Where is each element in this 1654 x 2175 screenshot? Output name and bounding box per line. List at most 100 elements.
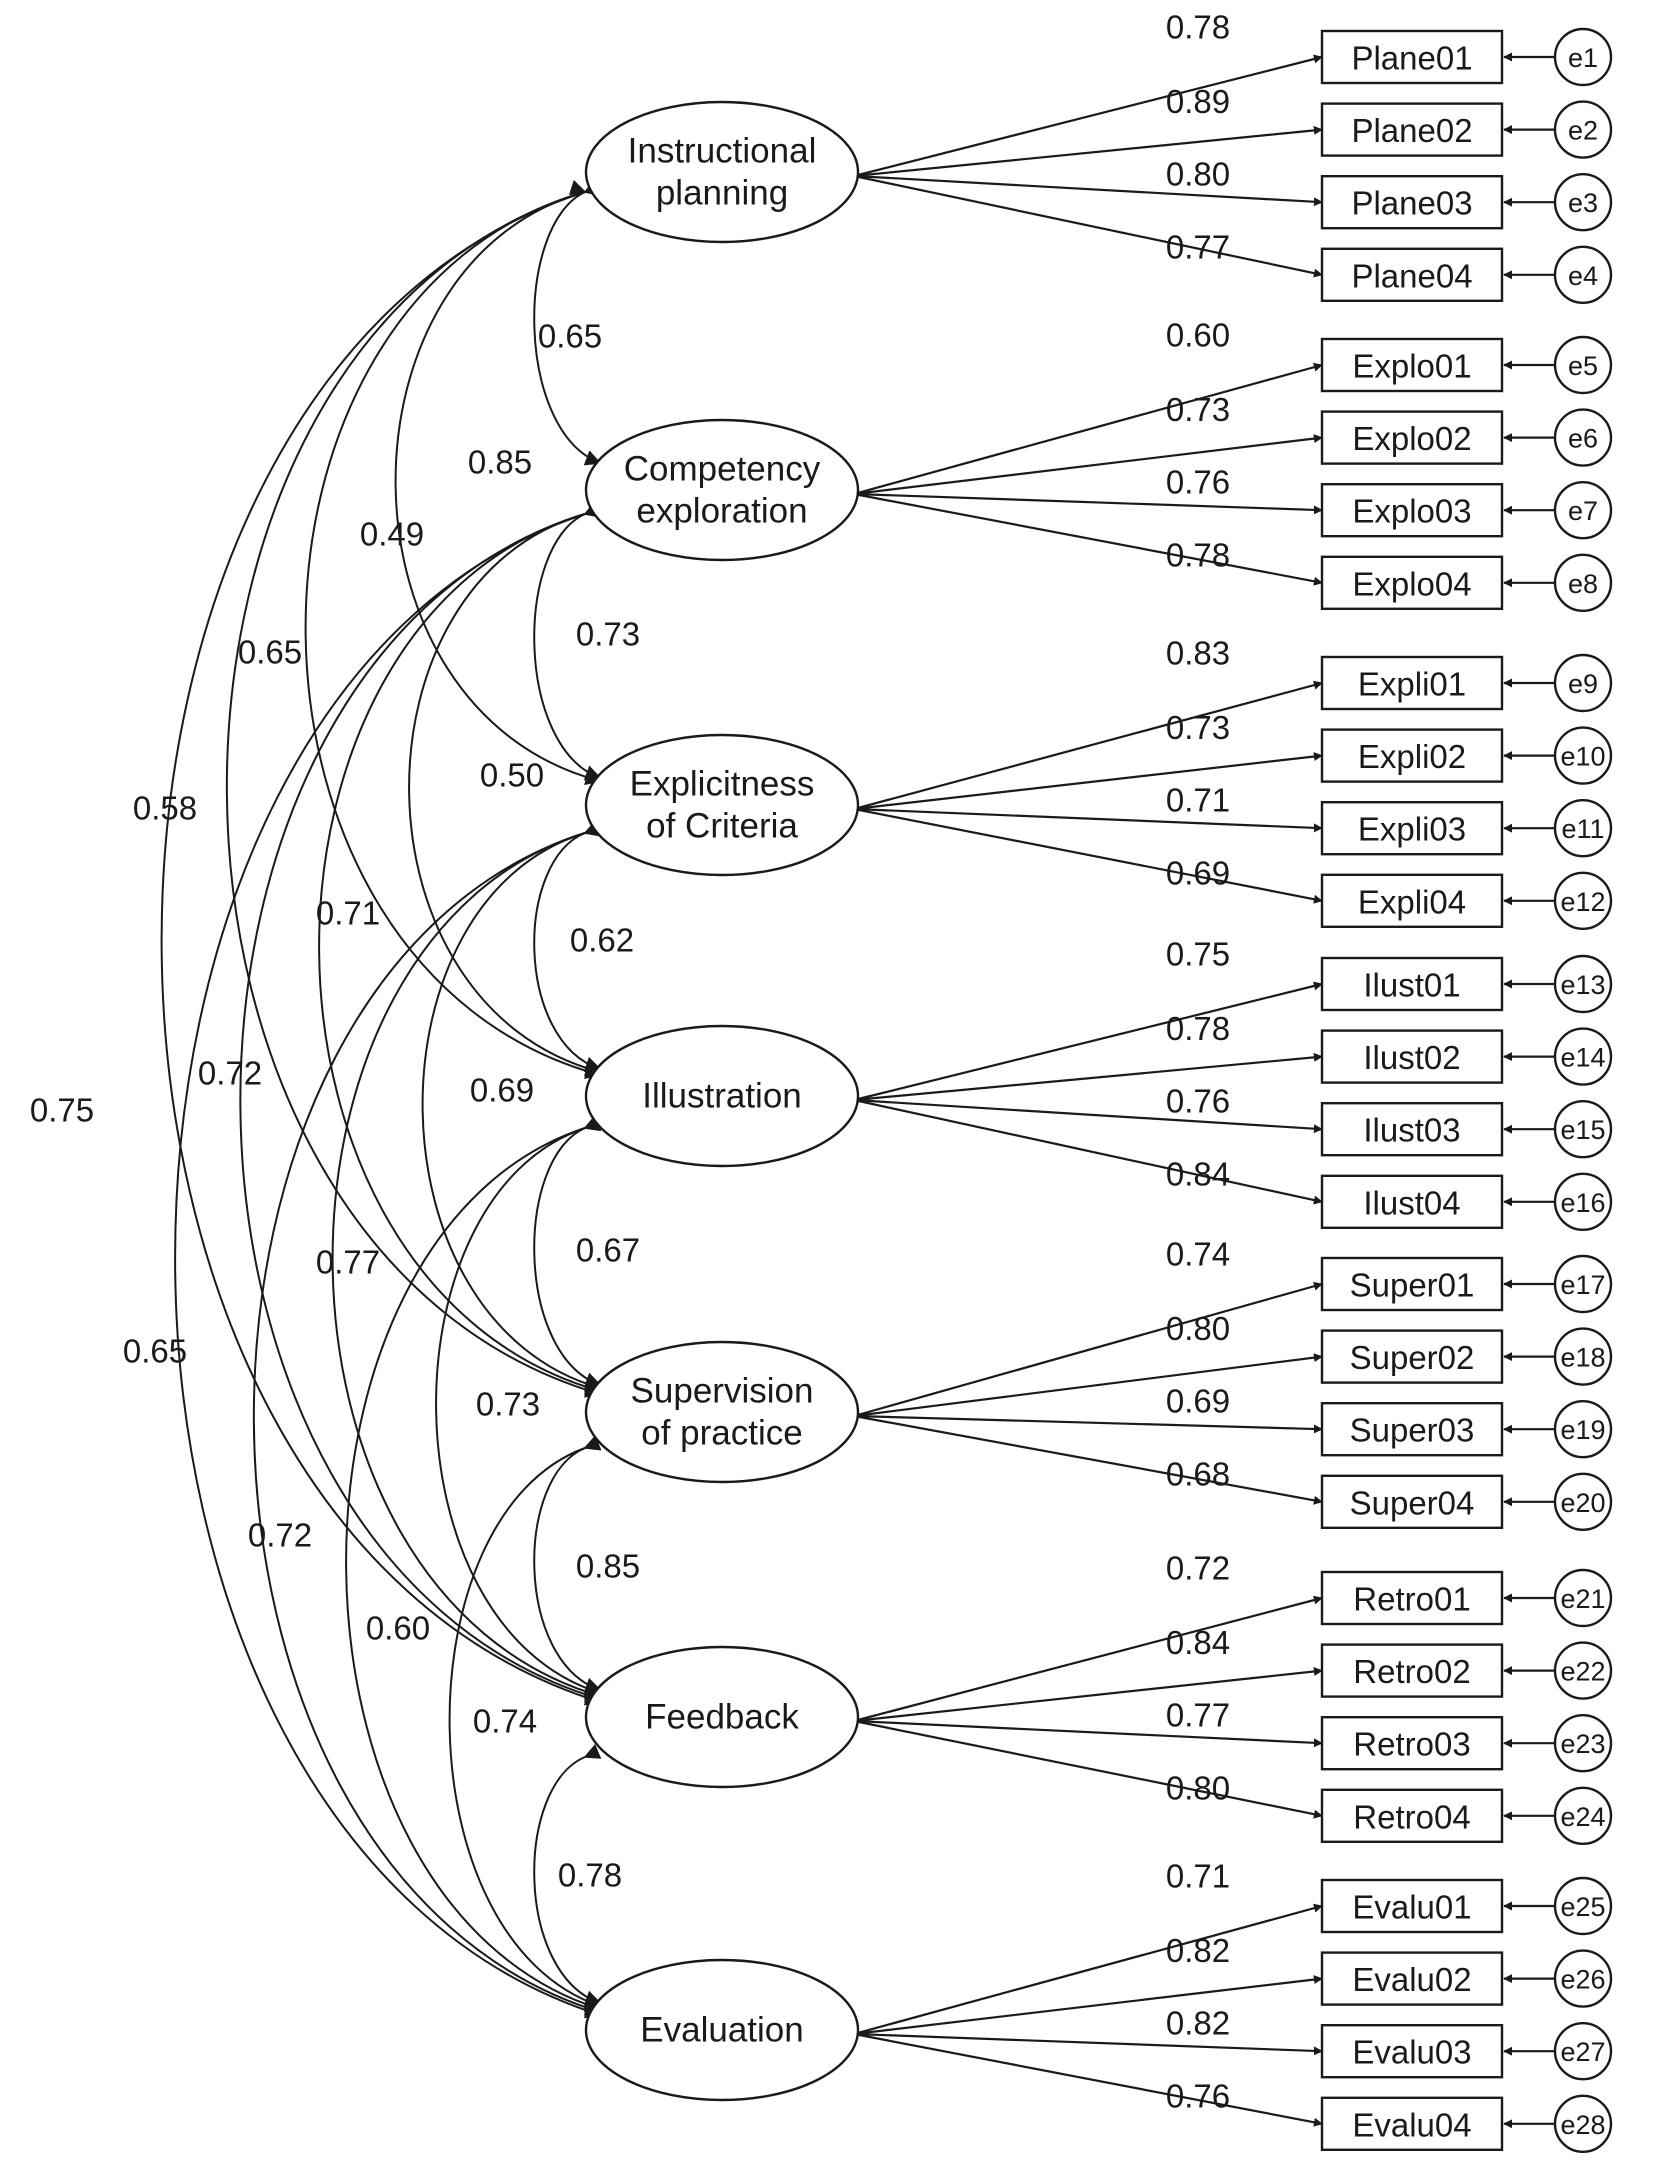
- error-label: e21: [1560, 1584, 1605, 1614]
- indicator-label: Retro01: [1353, 1581, 1470, 1618]
- error-circle: [1553, 172, 1613, 232]
- correlation-value: 0.65: [238, 634, 302, 671]
- error-label: e24: [1560, 1802, 1605, 1832]
- correlation-curve-expl-eval: [252, 820, 602, 2016]
- loading-path: [853, 1414, 1323, 1434]
- error-circle: [1553, 335, 1613, 395]
- indicator-box: [1320, 801, 1504, 856]
- error-label: e10: [1560, 742, 1605, 772]
- loading-value: 0.71: [1166, 1858, 1230, 1895]
- correlation-curve-expl-feed: [331, 821, 602, 1700]
- loading-path: [853, 1595, 1323, 1723]
- indicator-label: Evalu02: [1352, 1961, 1471, 1998]
- indicator-box: [1320, 1878, 1504, 1934]
- loading-value: 0.60: [1166, 317, 1230, 354]
- loading-value: 0.75: [1166, 936, 1230, 973]
- error-circle: [1553, 1786, 1613, 1846]
- latent-label: planning: [656, 174, 788, 213]
- error-label: e25: [1560, 1892, 1605, 1922]
- loading-value: 0.78: [1166, 1010, 1230, 1047]
- error-label: e7: [1568, 496, 1598, 526]
- label-layer: 0.650.730.620.670.850.780.850.490.650.58…: [30, 9, 1230, 2115]
- indicator-box: [1320, 1256, 1504, 1312]
- indicator-box: [1320, 1715, 1504, 1771]
- indicator-box: [1320, 728, 1504, 783]
- error-circle: [1553, 799, 1613, 858]
- error-label: e15: [1560, 1115, 1605, 1145]
- error-label: e6: [1568, 424, 1598, 454]
- loading-path: [853, 174, 1323, 278]
- correlation-curve-super-eval: [448, 1435, 602, 2009]
- loading-value: 0.89: [1166, 83, 1230, 120]
- loading-value: 0.78: [1166, 536, 1230, 573]
- correlation-curve-plan-super: [225, 180, 602, 1398]
- error-circle: [1553, 481, 1613, 540]
- loading-path: [853, 1353, 1323, 1418]
- error-circle: [1553, 1472, 1613, 1532]
- error-circle: [1553, 100, 1613, 159]
- correlation-value: 0.62: [570, 922, 634, 959]
- loading-path: [853, 492, 1323, 586]
- correlation-curve-comp-expl: [533, 500, 602, 781]
- indicator-box: [1320, 1788, 1504, 1844]
- indicator-label: Super03: [1350, 1412, 1475, 1449]
- indicator-label: Evalu01: [1352, 1889, 1471, 1926]
- indicator-label: Super04: [1350, 1484, 1475, 1521]
- error-circle: [1553, 1568, 1613, 1628]
- correlation-curve-feed-eval: [533, 1744, 602, 2006]
- correlation-layer: [160, 178, 602, 2019]
- latent-label: Illustration: [642, 1077, 802, 1116]
- correlation-curve-ilus-feed: [435, 1115, 602, 1697]
- loading-value: 0.73: [1166, 391, 1230, 428]
- latent-eval: [584, 1958, 860, 2102]
- indicator-label: Super02: [1350, 1339, 1475, 1376]
- loading-path: [853, 1098, 1323, 1205]
- loading-value: 0.76: [1166, 1083, 1230, 1120]
- indicator-label: Ilust03: [1363, 1112, 1460, 1149]
- loading-value: 0.69: [1166, 854, 1230, 891]
- correlation-value: 0.77: [316, 1244, 380, 1281]
- indicator-label: Expli01: [1358, 666, 1466, 703]
- loading-path: [853, 174, 1323, 207]
- indicator-label: Ilust04: [1363, 1184, 1460, 1221]
- latent-comp: [584, 418, 860, 562]
- loading-value: 0.80: [1166, 1310, 1230, 1347]
- indicator-box: [1320, 1570, 1504, 1626]
- loading-path: [853, 1903, 1323, 2036]
- indicator-box: [1320, 873, 1504, 928]
- correlation-value: 0.74: [473, 1703, 537, 1740]
- error-circle: [1553, 1713, 1613, 1773]
- loading-path: [853, 1719, 1323, 1748]
- correlation-value: 0.75: [30, 1092, 94, 1129]
- indicator-label: Evalu03: [1352, 2034, 1471, 2071]
- loading-path: [853, 434, 1323, 496]
- indicator-box: [1320, 655, 1504, 711]
- error-circle: [1553, 245, 1613, 304]
- loading-value: 0.74: [1166, 1236, 1230, 1273]
- indicator-box: [1320, 29, 1504, 85]
- loading-path: [853, 2032, 1323, 2127]
- error-label: e27: [1560, 2037, 1605, 2067]
- error-circle: [1553, 408, 1613, 467]
- latent-label: Feedback: [645, 1698, 799, 1737]
- indicator-label: Explo03: [1352, 493, 1471, 530]
- error-circle: [1553, 1876, 1613, 1936]
- correlation-curve-comp-eval: [174, 501, 602, 2019]
- correlation-value: 0.72: [248, 1517, 312, 1554]
- loading-path: [853, 1666, 1323, 1723]
- error-label: e17: [1560, 1270, 1605, 1300]
- correlation-curve-plan-comp: [533, 178, 602, 466]
- error-label: e22: [1560, 1657, 1605, 1687]
- error-circle: [1553, 871, 1613, 930]
- latent-label: exploration: [636, 492, 807, 531]
- error-circle: [1553, 954, 1613, 1014]
- loading-value: 0.73: [1166, 709, 1230, 746]
- indicator-box: [1320, 1101, 1504, 1157]
- correlation-value: 0.67: [576, 1232, 640, 1269]
- indicator-box: [1320, 1174, 1504, 1230]
- latent-label: Supervision: [631, 1372, 814, 1411]
- correlation-curve-plan-ilus: [304, 180, 602, 1079]
- loading-value: 0.69: [1166, 1383, 1230, 1420]
